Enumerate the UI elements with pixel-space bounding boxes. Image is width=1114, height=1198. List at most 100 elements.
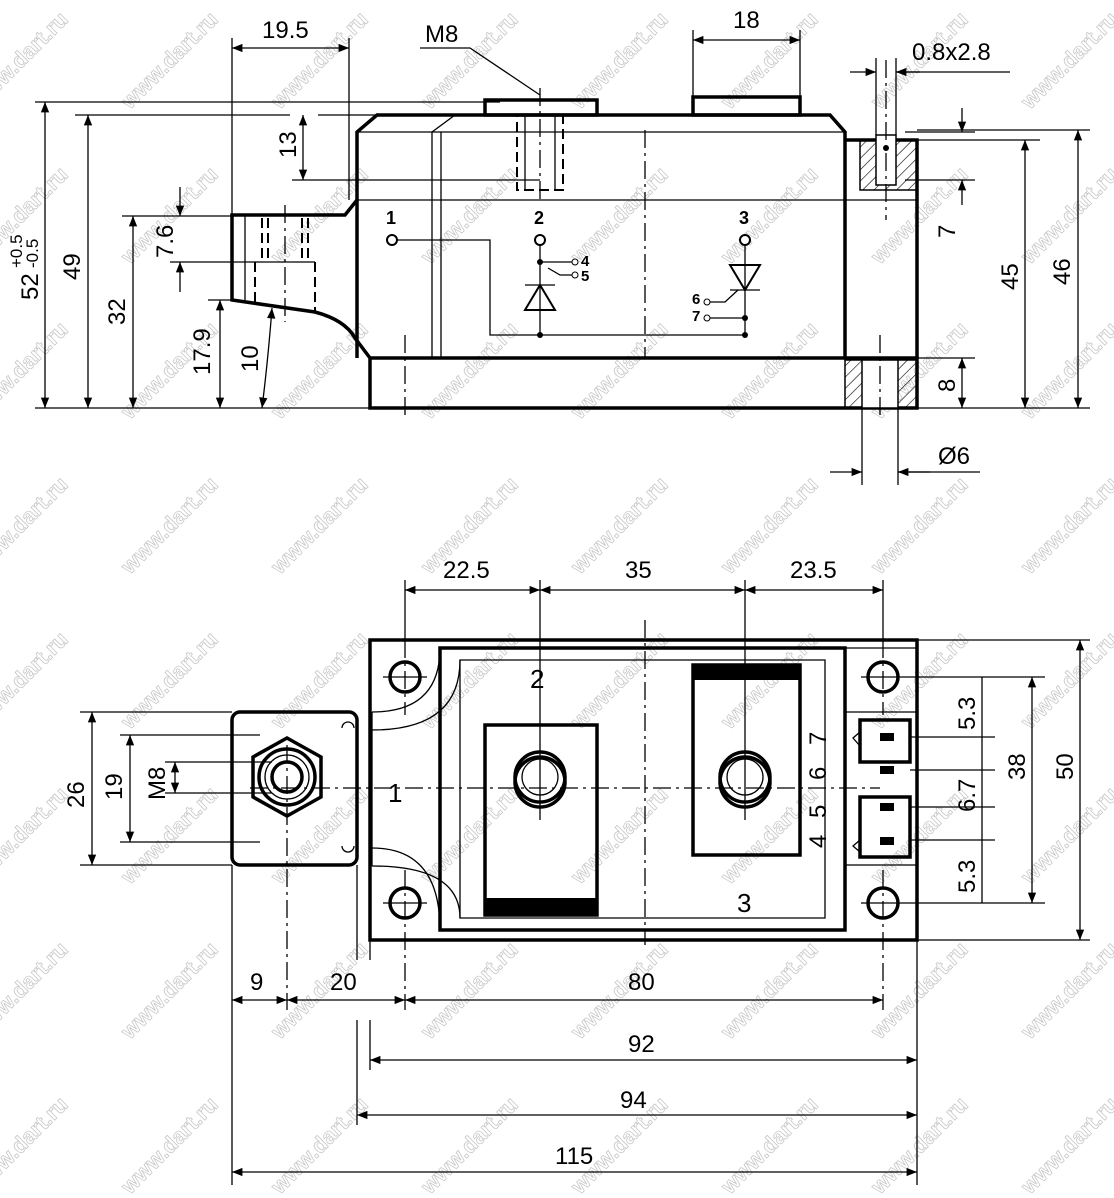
watermark-text: www.dart.ru <box>115 937 223 1045</box>
dim-5-3-top: 5.3 <box>954 697 981 730</box>
dim-20: 20 <box>330 969 357 996</box>
watermark-text: www.dart.ru <box>415 162 523 270</box>
dim-115: 115 <box>555 1143 593 1170</box>
module-body <box>355 113 847 358</box>
watermark-text: www.dart.ru <box>0 1092 73 1198</box>
top-view: 1 2 3 7 6 5 4 22.5 35 23.5 26 19 M8 <box>63 557 1090 1185</box>
dim-7: 7 <box>934 225 961 238</box>
base-outline <box>368 638 919 942</box>
watermark-text: www.dart.ru <box>0 472 73 580</box>
dim-52-tol-minus: -0.5 <box>23 239 42 268</box>
watermark-text: www.dart.ru <box>565 472 673 580</box>
watermark-text: www.dart.ru <box>0 627 73 735</box>
watermark-text: www.dart.ru <box>1015 782 1114 890</box>
watermark-text: www.dart.ru <box>715 162 823 270</box>
pin-label-1: 1 <box>386 208 396 228</box>
dim-38: 38 <box>1004 753 1031 780</box>
watermark-text: www.dart.ru <box>115 627 223 735</box>
watermark-text: www.dart.ru <box>1015 937 1114 1045</box>
dim-49: 49 <box>59 253 86 280</box>
dim-92: 92 <box>628 1031 655 1058</box>
watermark-text: www.dart.ru <box>865 1092 973 1198</box>
side-view: 1 2 3 4 5 6 7 19.5 M8 18 0.8x2.8 <box>7 7 1090 485</box>
dim-46: 46 <box>1049 258 1076 285</box>
terminal-label-2: 2 <box>530 664 544 694</box>
thyristor-symbol <box>728 264 762 292</box>
dim-32: 32 <box>104 298 131 325</box>
terminal-label-1: 1 <box>388 778 402 808</box>
circuit-schematic: 1 2 3 4 5 6 7 <box>386 208 762 338</box>
dim-50: 50 <box>1052 753 1079 780</box>
watermark-text: www.dart.ru <box>0 782 73 890</box>
pin-label-4: 4 <box>581 253 590 270</box>
watermark-text: www.dart.ru <box>715 937 823 1045</box>
pin-label-3: 3 <box>739 208 749 228</box>
aux-connector-4-5 <box>858 795 912 859</box>
watermark-text: www.dart.ru <box>565 937 673 1045</box>
watermark-text: www.dart.ru <box>0 7 73 115</box>
dim-35: 35 <box>625 557 652 584</box>
dim-80: 80 <box>628 969 655 996</box>
watermark-text: www.dart.ru <box>565 782 673 890</box>
dim-m8-stud: M8 <box>144 767 171 800</box>
dim-5-3-bottom: 5.3 <box>954 860 981 893</box>
main-terminal-1 <box>230 198 372 360</box>
watermark-text: www.dart.ru <box>415 1092 523 1198</box>
aux-pin-7: 7 <box>805 732 832 745</box>
aux-pin-4: 4 <box>805 835 832 848</box>
terminal-label-3: 3 <box>737 888 751 918</box>
watermark-layer: www.dart.ru www.dart.ru www.dart.ru www.dar… <box>0 6 1114 1198</box>
pin-label-7: 7 <box>692 308 700 325</box>
watermark-text: www.dart.ru <box>1015 162 1114 270</box>
dim-26: 26 <box>63 781 90 808</box>
dim-52: 52 <box>17 273 44 300</box>
diode-symbol <box>523 283 557 311</box>
aux-connector-6-7 <box>858 718 912 764</box>
watermark-text: www.dart.ru <box>415 937 523 1045</box>
pin-label-5: 5 <box>581 268 589 285</box>
dim-52-tol-plus: +0.5 <box>7 234 26 268</box>
pin-label-2: 2 <box>534 208 544 228</box>
watermark-text: www.dart.ru <box>115 1092 223 1198</box>
dim-m8-thread: M8 <box>425 21 458 48</box>
dim-0-8x2-8: 0.8x2.8 <box>912 39 991 66</box>
housing-outline <box>438 646 847 932</box>
dim-dia-6: Ø6 <box>938 443 970 470</box>
watermark-text: www.dart.ru <box>715 1092 823 1198</box>
terminal-3-tab <box>691 95 802 117</box>
dim-94: 94 <box>620 1087 647 1114</box>
watermark-text: www.dart.ru <box>0 937 73 1045</box>
dim-9: 9 <box>250 969 263 996</box>
aux-pin-5: 5 <box>805 805 832 818</box>
dim-6-7: 6.7 <box>954 779 981 812</box>
dim-45: 45 <box>997 263 1024 290</box>
dim-18: 18 <box>733 7 760 34</box>
dim-22-5: 22.5 <box>443 557 490 584</box>
watermark-text: www.dart.ru <box>415 627 523 735</box>
watermark-text: www.dart.ru <box>115 7 223 115</box>
watermark-text: www.dart.ru <box>865 472 973 580</box>
watermark-text: www.dart.ru <box>715 627 823 735</box>
watermark-text: www.dart.ru <box>865 937 973 1045</box>
watermark-text: www.dart.ru <box>1015 472 1114 580</box>
dim-17-9: 17.9 <box>189 328 216 375</box>
watermark-text: www.dart.ru <box>1015 627 1114 735</box>
dim-10-angle: 10 <box>237 345 264 372</box>
dim-19: 19 <box>101 773 128 800</box>
watermark-text: www.dart.ru <box>415 782 523 890</box>
dim-19-5: 19.5 <box>262 17 309 44</box>
dim-13: 13 <box>275 131 302 158</box>
dim-7-6: 7.6 <box>152 225 179 258</box>
aux-pin-6: 6 <box>805 767 832 780</box>
side-dimensions: 19.5 M8 18 0.8x2.8 52 +0.5 -0.5 49 <box>7 7 1090 485</box>
dim-23-5: 23.5 <box>790 557 837 584</box>
watermark-text: www.dart.ru <box>565 7 673 115</box>
watermark-text: www.dart.ru <box>1015 7 1114 115</box>
watermark-text: www.dart.ru <box>565 627 673 735</box>
watermark-text: www.dart.ru <box>265 472 373 580</box>
pin-label-6: 6 <box>692 291 700 308</box>
watermark-text: www.dart.ru <box>1015 1092 1114 1198</box>
dim-8: 8 <box>934 379 961 392</box>
top-dimensions: 22.5 35 23.5 26 19 M8 5.3 <box>63 557 1090 1185</box>
